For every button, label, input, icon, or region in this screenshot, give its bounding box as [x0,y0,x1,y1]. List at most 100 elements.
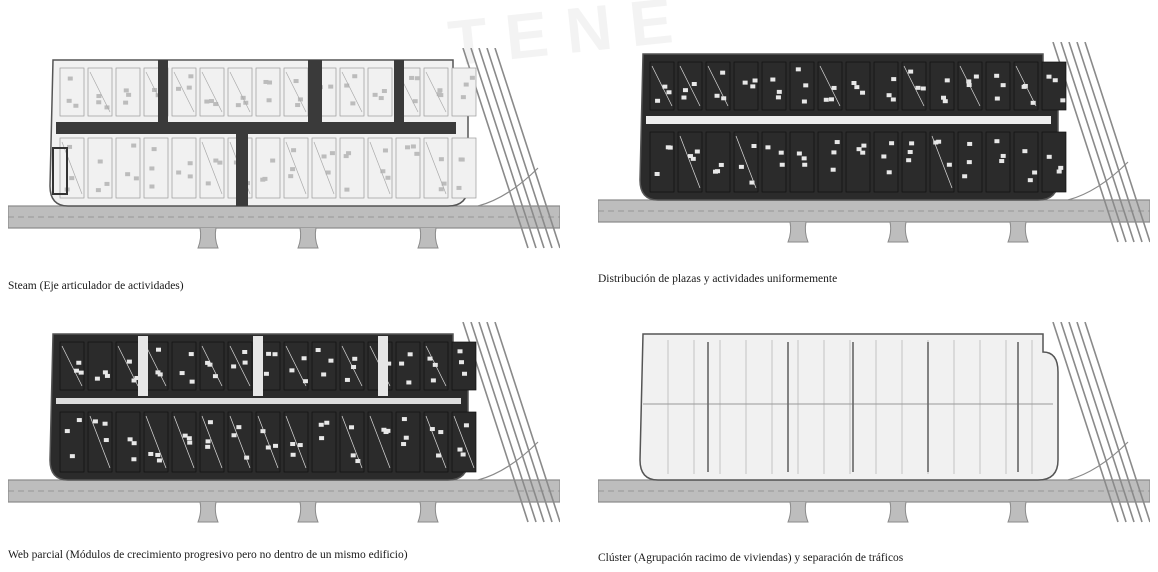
caption-distribution: Distribución de plazas y actividades uni… [598,273,838,285]
plot [742,80,748,85]
plot [460,452,466,457]
plot [414,151,420,156]
plot [73,368,79,373]
plot [460,95,466,100]
path-line [707,65,729,107]
path-line [313,141,335,195]
plot [92,419,98,424]
highway-lane [470,48,537,249]
plot [381,89,387,94]
plot [691,82,697,87]
plot [131,441,137,446]
plot [267,80,273,85]
plot [149,184,155,189]
plot [456,185,462,190]
plot [260,429,266,434]
plot [823,97,829,102]
plot [430,378,436,383]
plot [131,378,137,383]
caption-web: Web parcial (Módulos de crecimiento prog… [8,549,408,561]
plot [242,360,248,365]
plot [405,145,411,150]
plot [751,143,757,148]
plot [915,85,921,90]
plot [962,174,968,179]
site-plan-steam [8,48,560,249]
path-line [425,71,447,113]
plot [801,99,807,104]
plot [1027,178,1033,183]
plot [891,77,897,82]
plot [655,98,661,103]
plot [295,103,301,108]
plot [438,157,444,162]
plot [126,92,132,97]
plot [297,443,303,448]
plot [999,159,1005,164]
plot [1046,74,1052,79]
plot [288,174,294,179]
path-line [931,135,953,189]
plot [293,79,299,84]
housing-block [761,61,787,111]
plot [749,180,755,185]
plot [666,90,672,95]
plot [204,99,210,104]
plot [175,86,181,91]
plot [941,95,947,100]
housing-block [649,131,675,193]
path-line [425,345,447,387]
plot [102,421,108,426]
plot [973,74,979,79]
road-stub [197,227,219,249]
plot [834,140,840,145]
plot [851,81,857,86]
plot [776,89,782,94]
plot [406,380,412,385]
plot [290,442,296,447]
plot [681,95,687,100]
housing-block [451,137,477,199]
caption-cluster: Clúster (Agrupación racimo de viviendas)… [598,552,904,564]
plot [687,154,693,159]
panel-cluster [598,322,1150,542]
plot [720,70,726,75]
plot [933,140,939,145]
plot [318,422,324,427]
plot [775,95,781,100]
path-line [959,65,981,107]
housing-block [143,137,169,199]
site-plan-cluster [598,322,1150,523]
plot [967,141,973,146]
housing-block [1041,131,1067,193]
plot [188,74,194,79]
housing-block [255,137,281,199]
plot [260,177,266,182]
plot [414,76,420,81]
plot [908,69,914,74]
plot [909,141,915,146]
plot [104,181,110,186]
plot [714,93,720,98]
plot [290,452,296,457]
housing-block [873,131,899,193]
plot [242,349,248,354]
plot [321,372,327,377]
housing-block [1013,131,1039,193]
plot [436,453,442,458]
highway-ramp [1067,441,1129,481]
plot [946,162,952,167]
plot [802,162,808,167]
plot [182,433,188,438]
path-line [257,415,279,469]
highway-ramp [477,167,539,207]
plot [349,425,355,430]
path-line [145,345,167,387]
housing-block [901,131,927,193]
plot [860,90,866,95]
plot [328,358,334,363]
plot [73,103,79,108]
plot [718,162,724,167]
plot [765,145,771,150]
plot [750,84,756,89]
